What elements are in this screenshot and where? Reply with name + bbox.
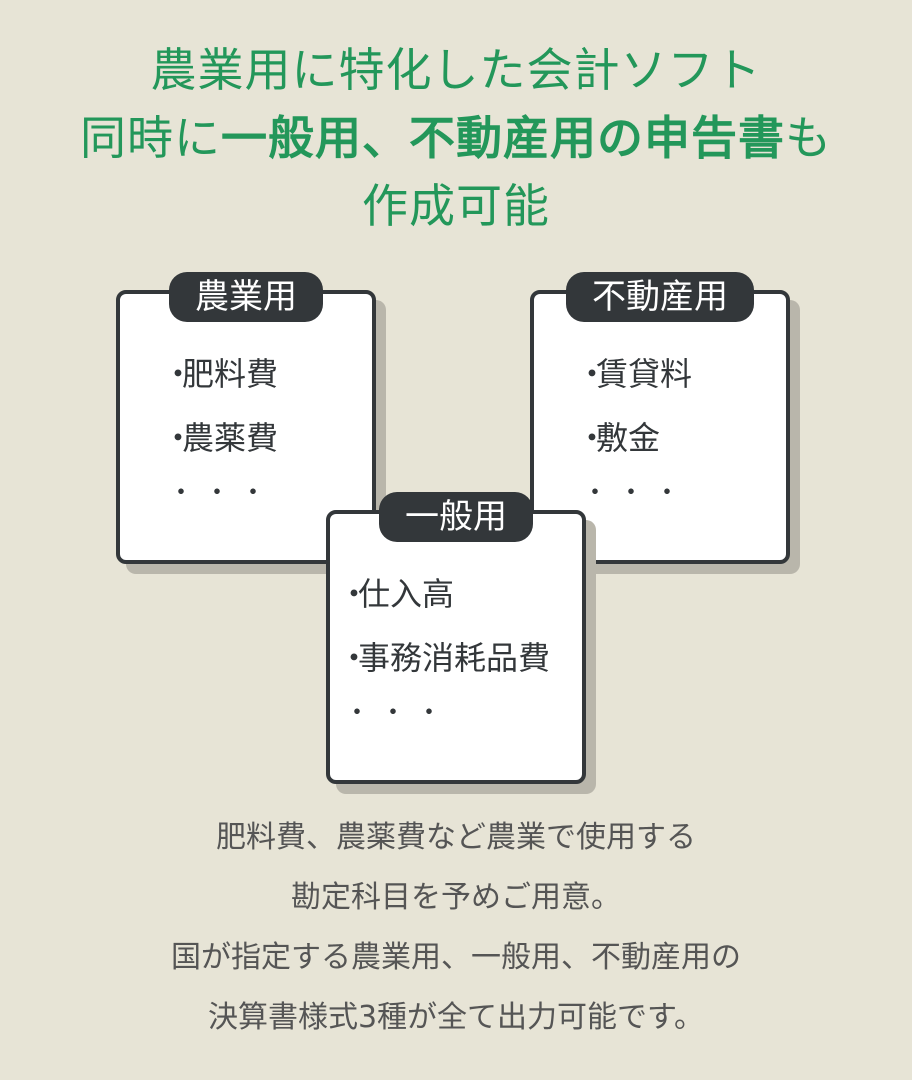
headline-line-1: 農業用に特化した会計ソフト — [150, 43, 762, 97]
card-tag-general: 一般用 — [379, 492, 533, 542]
card-agriculture: 農業用 ・肥料費 ・農薬費 ・・・ — [116, 272, 376, 564]
item-list: ・仕入高 ・事務消耗品費 — [338, 562, 550, 690]
headline: 農業用に特化した会計ソフト 同時に一般用、不動産用の申告書も 作成可能 — [0, 36, 912, 240]
more-ellipsis: ・・・ — [344, 698, 453, 728]
description-line-2: 勘定科目を予めご用意。 — [291, 880, 621, 915]
headline-line-2: 同時に一般用、不動産用の申告書も — [80, 111, 832, 165]
list-item: ・敷金 — [576, 419, 661, 457]
description: 肥料費、農薬費など農業で使用する 勘定科目を予めご用意。 国が指定する農業用、一… — [0, 808, 912, 1048]
more-ellipsis: ・・・ — [582, 478, 691, 508]
item-list: ・賃貸料 ・敷金 — [576, 342, 692, 470]
list-item: ・仕入高 — [338, 575, 455, 613]
headline-line-3: 作成可能 — [362, 179, 550, 233]
headline-emphasis: 一般用、不動産用の申告書 — [221, 111, 785, 165]
description-line-3: 国が指定する農業用、一般用、不動産用の — [171, 940, 741, 975]
list-item: ・事務消耗品費 — [338, 639, 551, 677]
description-line-4: 決算書様式3種が全て出力可能です。 — [207, 1000, 705, 1035]
card-tag-agriculture: 農業用 — [169, 272, 323, 322]
list-item: ・賃貸料 — [576, 355, 693, 393]
item-list: ・肥料費 ・農薬費 — [162, 342, 278, 470]
more-ellipsis: ・・・ — [168, 478, 277, 508]
list-item: ・肥料費 — [162, 355, 279, 393]
card-general: 一般用 ・仕入高 ・事務消耗品費 ・・・ — [326, 492, 586, 784]
description-line-1: 肥料費、農薬費など農業で使用する — [216, 820, 696, 855]
list-item: ・農薬費 — [162, 419, 279, 457]
card-tag-real-estate: 不動産用 — [566, 272, 754, 322]
